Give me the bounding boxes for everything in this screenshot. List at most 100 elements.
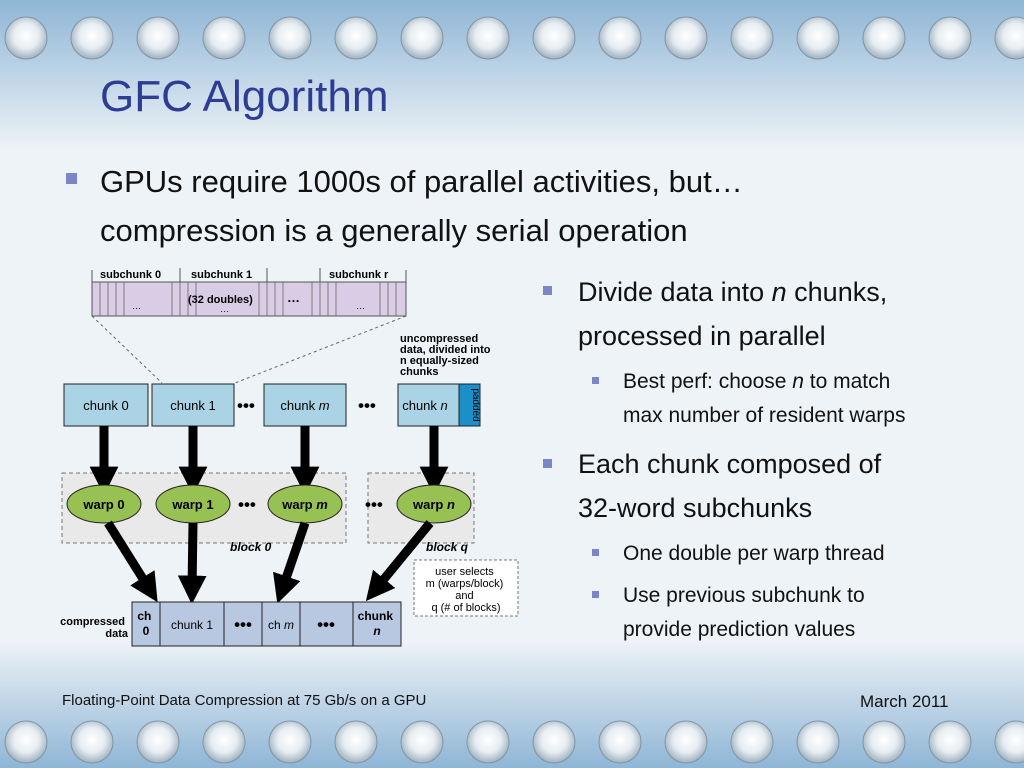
arrow-warp0-compressed <box>104 520 158 603</box>
top-hole-row <box>4 16 1024 60</box>
board-hole <box>70 720 114 764</box>
uncompressed-note: uncompressed data, divided into n equall… <box>400 333 494 378</box>
board-hole <box>532 720 576 764</box>
right-bullet-2-line-2: 32-word subchunks <box>578 493 813 523</box>
board-hole <box>466 16 510 60</box>
compressed-chunk1: chunk 1 <box>171 618 213 632</box>
warp-dots-2: ••• <box>365 495 383 514</box>
user-selects-note: user selects m (warps/block) and q (# of… <box>426 566 507 614</box>
right-bullet-marker-1 <box>543 286 552 295</box>
board-hole <box>598 16 642 60</box>
right-bullet-2-line-1: Each chunk composed of <box>578 449 882 479</box>
right-bullet-1-line-1: Divide data into n chunks, <box>578 277 888 307</box>
arrow-warp1-compressed <box>177 522 207 605</box>
board-hole <box>202 720 246 764</box>
zoom-line-right <box>234 315 407 384</box>
compressed-dots-1: ••• <box>234 615 252 634</box>
board-hole <box>400 16 444 60</box>
warp-0-ellipse <box>66 484 142 524</box>
warp-1-label: warp 1 <box>171 497 213 512</box>
compressed-ch0: ch 0 <box>137 609 154 638</box>
board-hole <box>136 720 180 764</box>
slide-title: GFC Algorithm <box>100 72 389 121</box>
board-hole <box>334 720 378 764</box>
footer-left-text: Floating-Point Data Compression at 75 Gb… <box>62 692 427 709</box>
arrow-warpm-compressed <box>273 521 310 604</box>
warp-0-label: warp 0 <box>82 497 124 512</box>
block-0-label: block 0 <box>230 540 272 554</box>
sub-bullet-marker-2 <box>592 549 599 556</box>
board-hole <box>994 16 1024 60</box>
chunk-dots-2: ••• <box>358 396 376 415</box>
chunk-0-box <box>63 383 149 427</box>
right-bullet-1-line-2: processed in parallel <box>578 321 826 351</box>
sub-bullet-1-line-1: Best perf: choose n to match <box>623 370 891 393</box>
compressed-data-label: compressed data <box>60 616 129 640</box>
chunk-dots-1: ••• <box>237 396 255 415</box>
sub-bullet-2-line-1: One double per warp thread <box>623 542 885 565</box>
block-q-label: block q <box>426 540 469 554</box>
subchunk-1-label: subchunk 1 <box>191 269 252 281</box>
compressed-chunkn: chunk n <box>358 609 397 638</box>
board-hole <box>202 16 246 60</box>
warp-n-ellipse <box>396 484 472 524</box>
warp-n-label: warp n <box>412 497 455 512</box>
board-hole <box>862 16 906 60</box>
board-hole <box>664 16 708 60</box>
chunk-1-box <box>151 383 235 427</box>
chunk-m-box <box>263 383 347 427</box>
main-bullet-line-1: GPUs require 1000s of parallel activitie… <box>100 164 743 199</box>
chunk-0-label: chunk 0 <box>83 398 129 413</box>
board-hole <box>136 16 180 60</box>
board-hole <box>796 16 840 60</box>
subchunk-dividers <box>99 282 397 316</box>
sub-bullet-1-line-2: max number of resident warps <box>623 404 906 427</box>
compressed-row <box>131 601 402 647</box>
subchunk-r-label: subchunk r <box>329 269 389 281</box>
board-hole <box>268 16 312 60</box>
right-bullet-marker-2 <box>543 459 552 468</box>
subchunk-ellipsis-2: … <box>220 304 229 314</box>
padded-label: padded <box>470 388 481 421</box>
board-hole <box>466 720 510 764</box>
board-hole <box>730 720 774 764</box>
subchunk-ellipsis-4: … <box>356 301 365 311</box>
warp-dots-1: ••• <box>238 495 256 514</box>
sub-bullet-3-line-1: Use previous subchunk to <box>623 584 865 607</box>
board-hole <box>994 720 1024 764</box>
board-hole <box>796 720 840 764</box>
subchunk-strip <box>91 281 407 317</box>
subchunk-0-label: subchunk 0 <box>100 269 161 281</box>
board-hole <box>862 720 906 764</box>
main-bullet-marker <box>66 173 77 184</box>
board-hole <box>334 16 378 60</box>
zoom-line-left <box>91 315 163 384</box>
board-hole <box>70 16 114 60</box>
bottom-hole-row <box>4 720 1024 764</box>
user-selects-note-box <box>413 559 519 617</box>
footer-date: March 2011 <box>860 692 949 711</box>
main-bullet-line-2: compression is a generally serial operat… <box>100 213 688 248</box>
board-hole <box>928 16 972 60</box>
board-hole <box>268 720 312 764</box>
board-hole <box>928 720 972 764</box>
warp-m-label: warp m <box>281 497 328 512</box>
sub-bullet-marker-1 <box>592 377 599 384</box>
subchunk-inner-text: (32 doubles) <box>188 294 253 306</box>
compressed-dots-2: ••• <box>317 615 335 634</box>
board-hole <box>730 16 774 60</box>
chunk-1-label: chunk 1 <box>170 398 216 413</box>
chunk-n-label: chunk n <box>402 398 448 413</box>
sub-bullet-marker-3 <box>592 591 599 598</box>
sub-bullet-3-line-2: provide prediction values <box>623 618 856 641</box>
board-hole <box>598 720 642 764</box>
board-hole <box>4 720 48 764</box>
subchunk-ellipsis-1: … <box>132 301 141 311</box>
board-hole <box>532 16 576 60</box>
padded-segment <box>458 383 481 427</box>
subchunk-ellipsis-3: … <box>287 290 300 305</box>
board-hole <box>400 720 444 764</box>
board-hole <box>664 720 708 764</box>
board-hole <box>4 16 48 60</box>
